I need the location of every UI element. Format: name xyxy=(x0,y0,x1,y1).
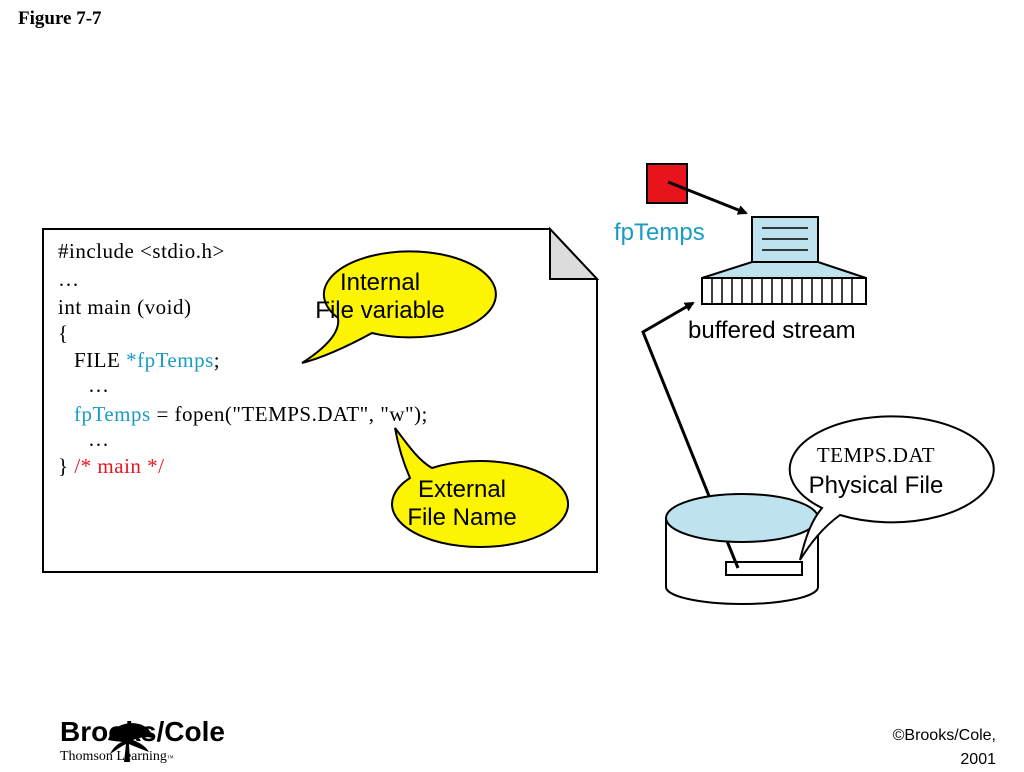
external-callout-line1: External xyxy=(418,476,506,503)
disk-top xyxy=(665,493,819,543)
tree-logo-icon xyxy=(108,723,153,762)
code-line-file-decl: FILE *fpTemps; xyxy=(74,348,220,372)
fptemps-label: fpTemps xyxy=(614,219,705,246)
copyright-line2: 2001 xyxy=(960,751,996,768)
code-fptemps-assign: fpTemps xyxy=(74,402,151,426)
code-line-close: } /* main */ xyxy=(58,454,165,478)
physical-file-callout: TEMPS.DAT Physical File xyxy=(788,415,995,561)
pointer-arrow xyxy=(667,180,748,215)
physical-callout-line1: TEMPS.DAT xyxy=(817,443,935,467)
code-line-open-brace: { xyxy=(58,321,69,345)
brooks-cole-logo-text: Brooks/Cole xyxy=(60,716,225,747)
code-line-include: #include <stdio.h> xyxy=(58,239,225,263)
code-semicolon: ; xyxy=(214,348,220,372)
copyright-notice: ©Brooks/Cole, 2001 xyxy=(816,724,996,772)
fptemps-pointer-box xyxy=(646,163,688,204)
external-callout-line2: File Name xyxy=(407,504,516,531)
stream-slots xyxy=(701,277,867,305)
file-to-stream-arrow xyxy=(641,301,740,569)
code-fopen-call: = fopen("TEMPS.DAT", "w"); xyxy=(151,402,428,426)
code-main-comment: /* main */ xyxy=(74,454,164,478)
figure-title: Figure 7-7 xyxy=(18,8,102,29)
thomson-learning-text: Thomson Learning™ xyxy=(60,749,174,766)
disk-file-record xyxy=(725,561,803,576)
arrow-tail xyxy=(725,540,740,569)
internal-callout-line2: File variable xyxy=(315,297,444,324)
external-file-name-callout: External File Name xyxy=(391,427,570,549)
copyright-line1: ©Brooks/Cole, xyxy=(892,727,996,744)
physical-callout-line2: Physical File xyxy=(809,472,944,499)
physical-file-disk xyxy=(665,493,819,605)
buffered-stream: buffered stream xyxy=(688,216,867,344)
page-fold xyxy=(549,226,600,280)
code-line-ellipsis-3: … xyxy=(88,427,110,451)
internal-file-variable-callout: Internal File variable xyxy=(301,250,497,364)
internal-callout-line1: Internal xyxy=(340,269,420,296)
thomson-learning-label: Thomson Learning xyxy=(60,749,167,764)
diagram-canvas: #include <stdio.h> … int main (void) { F… xyxy=(42,163,995,605)
code-fptemps-declaration: *fpTemps xyxy=(126,348,214,372)
stream-funnel xyxy=(701,261,867,279)
code-file-keyword: FILE xyxy=(74,348,126,372)
code-line-main: int main (void) xyxy=(58,295,191,319)
code-line-ellipsis-1: … xyxy=(58,267,80,291)
trademark-mark: ™ xyxy=(166,754,174,762)
code-line-ellipsis-2: … xyxy=(88,373,110,397)
buffered-stream-label: buffered stream xyxy=(688,317,856,344)
code-close-brace: } xyxy=(58,454,74,478)
code-line-fopen: fpTemps = fopen("TEMPS.DAT", "w"); xyxy=(74,402,428,426)
